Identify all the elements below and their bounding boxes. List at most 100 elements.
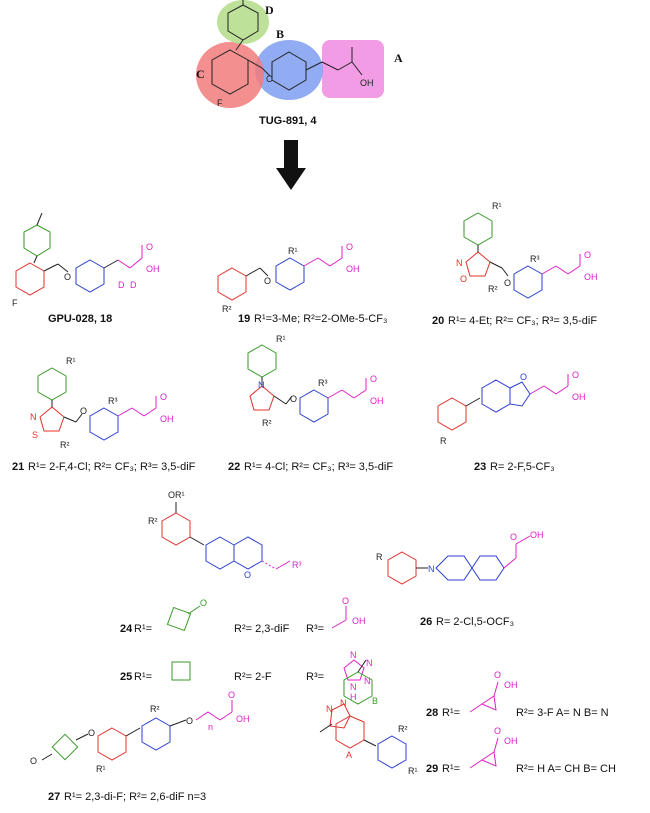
tug-891-label: TUG-891, 4 — [259, 115, 317, 127]
c25-h: H — [350, 692, 357, 702]
c29-num: 29 — [426, 763, 438, 775]
c26-num: 26 — [420, 616, 432, 628]
c27-o-link2: O — [186, 716, 193, 726]
c24-r2: R² — [148, 516, 158, 526]
down-arrow-icon — [276, 140, 306, 190]
c22-n: N — [258, 380, 265, 390]
c25-r3-eq: R³= — [306, 671, 324, 683]
c22-oh: OH — [370, 396, 384, 406]
c20-desc: R¹= 4-Et; R²= CF₃; R³= 3,5-diF — [448, 315, 597, 327]
c19-o: O — [346, 242, 353, 252]
compound-24-core: OR¹ R² R³ O — [148, 490, 302, 580]
gpu-028-label: GPU-028, 18 — [48, 313, 112, 325]
c20-r1: R¹ — [492, 201, 502, 211]
c20-r3: R³ — [530, 254, 540, 264]
c27-o-methoxy: O — [30, 756, 37, 766]
c22-o-ether: O — [290, 394, 297, 404]
c21-r1: R¹ — [66, 356, 76, 366]
core-n2: N — [340, 698, 347, 708]
c21-s: S — [32, 430, 38, 440]
c21-desc: R¹= 2-F,4-Cl; R²= CF₃; R³= 3,5-diF — [28, 461, 196, 473]
compound-22: R¹ R² R³ N O OH O 22 R¹= 4-Cl; R²= CF₃; … — [228, 334, 393, 473]
compound-20: R¹ R² R³ N O O OH O 20 R¹= 4-Et; R²= CF₃… — [432, 201, 598, 327]
tug-f: F — [217, 98, 223, 108]
gpu-o-ether: O — [64, 272, 71, 282]
c26-o: O — [510, 532, 517, 542]
c27-num: 27 — [48, 791, 60, 803]
c22-num: 22 — [228, 461, 240, 473]
gpu-f: F — [12, 298, 18, 308]
region-b-highlight — [255, 40, 323, 100]
c19-oh: OH — [346, 264, 360, 274]
c24-acid-o: O — [342, 596, 349, 606]
c24-o-methoxy: O — [200, 598, 207, 608]
c22-desc: R¹= 4-Cl; R²= CF₃; R³= 3,5-diF — [244, 461, 393, 473]
core-b: B — [372, 696, 378, 706]
c21-n: N — [30, 412, 37, 422]
c27-r1: R¹ — [96, 764, 106, 774]
core-a: A — [346, 750, 352, 760]
c25-r1-eq: R¹= — [134, 671, 152, 683]
c19-desc: R¹=3-Me; R²=2-OMe-5-CF₃ — [254, 313, 387, 325]
core-n1: N — [326, 704, 333, 714]
c20-num: 20 — [432, 315, 444, 327]
c29-desc: R²= H A= CH B= CH — [516, 763, 616, 775]
c25-n2: N — [366, 658, 373, 668]
compound-29: 29 R¹= O OH R²= H A= CH B= CH — [426, 726, 616, 775]
core-r2: R² — [398, 724, 408, 734]
label-b: B — [276, 27, 284, 41]
c24-r2-eq: R²= 2,3-diF — [234, 623, 290, 635]
c25-r2-eq: R²= 2-F — [234, 671, 272, 683]
c23-oh: OH — [572, 392, 586, 402]
c21-num: 21 — [12, 461, 24, 473]
compound-21: R¹ R² R³ N S O OH O 21 R¹= 2-F,4-Cl; R²=… — [12, 356, 196, 473]
c29-oh: OH — [504, 736, 518, 746]
gpu-o: O — [146, 242, 153, 252]
c25-n1: N — [350, 650, 357, 660]
c27-oh: OH — [236, 714, 250, 724]
c27-n: n — [208, 722, 213, 732]
c19-num: 19 — [238, 313, 250, 325]
c23-r: R — [440, 436, 447, 446]
c22-o: O — [370, 374, 377, 384]
gpu-oh: OH — [146, 264, 160, 274]
c26-desc: R= 2-Cl,5-OCF₃ — [436, 616, 514, 628]
c27-desc: R¹= 2,3-di-F; R²= 2,6-diF n=3 — [64, 791, 206, 803]
c26-oh: OH — [530, 530, 544, 540]
compound-28: 28 R¹= O OH R²= 3-F A= N B= N — [426, 670, 609, 719]
compound-19: R¹ R² O OH O 19 R¹=3-Me; R²=2-OMe-5-CF₃ — [217, 242, 387, 325]
c24-r1-eq: R¹= — [134, 623, 152, 635]
c28-r1-eq: R¹= — [442, 707, 460, 719]
c26-n: N — [428, 564, 435, 574]
c26-r: R — [376, 552, 383, 562]
c27-o-link1: O — [88, 728, 95, 738]
c25-n4: N — [350, 682, 357, 692]
c21-r2: R² — [60, 440, 70, 450]
c20-o-ring: O — [460, 274, 467, 284]
c20-o: O — [584, 250, 591, 260]
compound-23: R O OH O 23 R= 2-F,5-CF₃ — [437, 370, 586, 473]
c20-n: N — [456, 258, 463, 268]
c25-num: 25 — [120, 671, 132, 683]
tug-o-ether: O — [266, 74, 273, 84]
tug-891-structure: OH O F D C B A TUG-891, 4 — [196, 0, 403, 127]
gpu-d1: D — [118, 280, 125, 290]
c23-desc: R= 2-F,5-CF₃ — [490, 461, 555, 473]
compound-gpu-028: D D O OH F O GPU-028, 18 — [12, 212, 160, 325]
c27-o: O — [228, 690, 235, 700]
c27-r2: R² — [150, 704, 160, 714]
c25-n3: N — [364, 676, 371, 686]
c21-o: O — [160, 392, 167, 402]
c21-r3: R³ — [108, 396, 118, 406]
compound-27: O O O R¹ R² n O OH 27 R¹= 2,3-di-F; R²= … — [30, 690, 250, 803]
tug-oh: OH — [360, 78, 374, 88]
region-a-highlight — [322, 40, 384, 98]
c29-o: O — [494, 726, 501, 736]
c28-num: 28 — [426, 707, 438, 719]
c24-or1: OR¹ — [168, 490, 185, 500]
c24-acid-oh: OH — [352, 616, 366, 626]
c24-num: 24 — [120, 623, 133, 635]
c28-oh: OH — [504, 680, 518, 690]
region-c-highlight — [196, 42, 264, 108]
